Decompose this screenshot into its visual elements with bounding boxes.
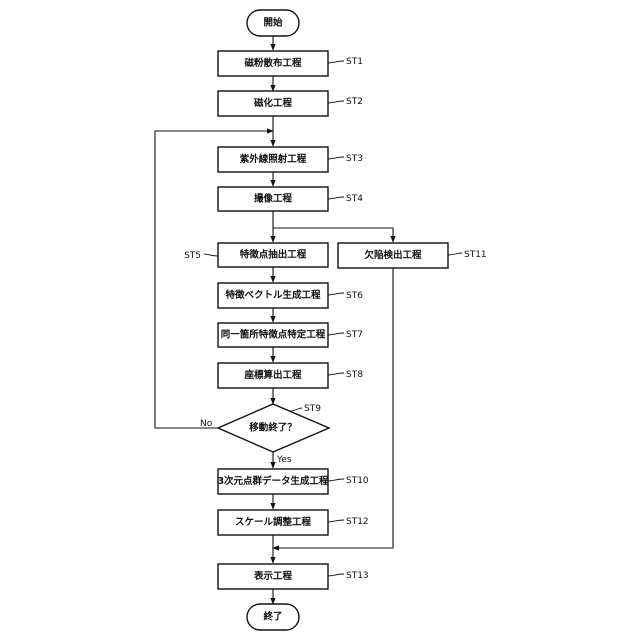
st3-leader bbox=[328, 157, 344, 159]
st7-step-label: ST7 bbox=[346, 330, 363, 340]
st2-label: 磁化工程 bbox=[254, 97, 293, 109]
st12-label: スケール調整工程 bbox=[235, 516, 312, 528]
edge-label-no: No bbox=[200, 419, 213, 429]
st4-leader bbox=[328, 197, 344, 199]
st12-leader bbox=[328, 520, 344, 522]
st13-leader bbox=[328, 574, 344, 576]
node-end: 終了 bbox=[247, 604, 299, 630]
st5-step-label: ST5 bbox=[184, 251, 201, 261]
st5-label: 特徴点抽出工程 bbox=[240, 249, 307, 261]
node-st5: 特徴点抽出工程 ST5 bbox=[184, 243, 328, 267]
node-st9: 移動終了？ ST9 bbox=[218, 404, 329, 452]
st9-leader bbox=[290, 408, 302, 411]
st8-leader bbox=[328, 373, 344, 375]
edge-label-yes: Yes bbox=[276, 455, 292, 465]
node-st8: 座標算出工程 ST8 bbox=[218, 363, 363, 388]
node-st3: 紫外線照射工程 ST3 bbox=[218, 147, 363, 172]
st6-label: 特徴ベクトル生成工程 bbox=[225, 289, 321, 301]
st5-leader bbox=[204, 254, 218, 256]
st7-leader bbox=[328, 333, 344, 335]
st1-leader bbox=[328, 61, 344, 63]
node-st2: 磁化工程 ST2 bbox=[218, 91, 363, 116]
st4-step-label: ST4 bbox=[346, 194, 363, 204]
st11-label: 欠陥検出工程 bbox=[364, 249, 422, 261]
edge-st4-st11 bbox=[273, 228, 393, 242]
node-st1: 磁粉散布工程 ST1 bbox=[218, 51, 363, 76]
st11-leader bbox=[448, 253, 462, 255]
st3-step-label: ST3 bbox=[346, 154, 363, 164]
st3-label: 紫外線照射工程 bbox=[240, 153, 307, 165]
st10-label: 3次元点群データ生成工程 bbox=[217, 475, 329, 487]
node-st4: 撮像工程 ST4 bbox=[218, 187, 363, 211]
st12-step-label: ST12 bbox=[346, 517, 369, 527]
node-st11: 欠陥検出工程 ST11 bbox=[338, 243, 487, 268]
st1-label: 磁粉散布工程 bbox=[244, 57, 302, 69]
st8-step-label: ST8 bbox=[346, 370, 363, 380]
node-st12: スケール調整工程 ST12 bbox=[218, 510, 369, 535]
node-st7: 同一箇所特徴点特定工程 ST7 bbox=[218, 323, 363, 347]
st2-leader bbox=[328, 101, 344, 103]
start-label: 開始 bbox=[263, 17, 283, 29]
st2-step-label: ST2 bbox=[346, 97, 363, 107]
st9-label: 移動終了？ bbox=[249, 422, 297, 434]
st6-leader bbox=[328, 293, 344, 295]
st10-step-label: ST10 bbox=[346, 476, 369, 486]
st7-label: 同一箇所特徴点特定工程 bbox=[221, 329, 326, 341]
node-st6: 特徴ベクトル生成工程 ST6 bbox=[218, 283, 363, 308]
st4-label: 撮像工程 bbox=[254, 193, 293, 205]
end-label: 終了 bbox=[263, 611, 282, 623]
st6-step-label: ST6 bbox=[346, 291, 363, 301]
edge-st11-merge bbox=[273, 268, 393, 548]
st10-leader bbox=[328, 479, 344, 481]
st9-step-label: ST9 bbox=[304, 404, 321, 414]
node-st13: 表示工程 ST13 bbox=[218, 564, 369, 589]
st1-step-label: ST1 bbox=[346, 57, 363, 67]
st13-step-label: ST13 bbox=[346, 571, 369, 581]
st13-label: 表示工程 bbox=[253, 570, 293, 582]
node-st10: 3次元点群データ生成工程 ST10 bbox=[217, 469, 368, 494]
st11-step-label: ST11 bbox=[464, 250, 487, 260]
st8-label: 座標算出工程 bbox=[243, 369, 302, 381]
node-start: 開始 bbox=[247, 10, 299, 36]
